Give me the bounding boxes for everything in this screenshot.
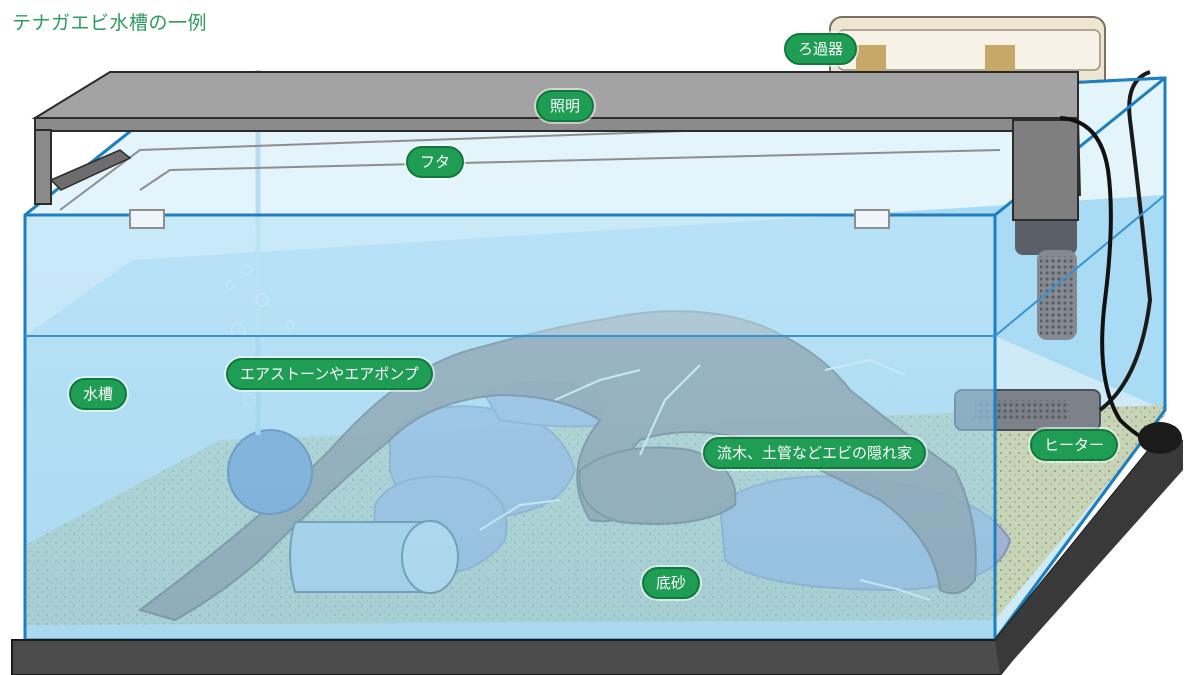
label-substrate: 底砂: [642, 567, 701, 599]
diagram-title: テナガエビ水槽の一例: [12, 12, 208, 34]
tank-front-water: [25, 215, 995, 640]
label-light: 照明: [536, 90, 595, 122]
label-driftwood: 流木、土管などエビの隠れ家: [703, 437, 927, 469]
tank-base: [11, 422, 1183, 675]
label-air-stone: エアストーンやエアポンプ: [226, 358, 433, 390]
label-heater: ヒーター: [1030, 429, 1119, 461]
label-tank: 水槽: [69, 378, 128, 410]
label-filter: ろ過器: [784, 33, 858, 65]
label-lid: フタ: [406, 146, 465, 178]
